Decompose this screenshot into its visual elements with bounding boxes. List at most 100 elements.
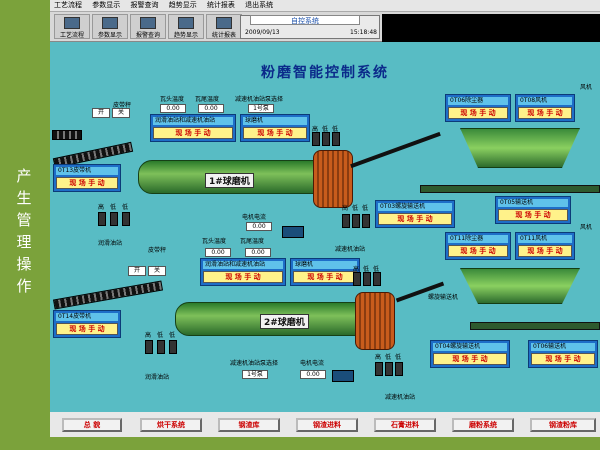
panel-title: 球磨机 [293,261,357,269]
cabinet [375,362,383,376]
scada-screen: 工艺流程 参数显示 报警查询 趋势显示 统计报表 退出系统 工艺流程 参数显示 … [50,0,600,437]
sidebar [0,0,50,450]
close-button[interactable]: 关 [112,108,130,118]
page-title: 粉磨智能控制系统 [261,65,389,81]
onsite-manual-button[interactable]: 现 场 手 动 [56,323,118,335]
tag-low: 低 [157,332,164,339]
onsite-manual-button[interactable]: 现 场 手 动 [153,127,233,139]
toolbar-label: 趋势显示 [173,32,198,39]
nav-overview-button[interactable]: 总 貌 [62,418,122,432]
grinder-panel: 球磨机 现 场 手 动 [240,114,310,142]
toolbar-report-button[interactable]: 统计报表 [206,14,242,39]
panel-title: 0T11除尘器 [448,235,508,243]
trend-icon [178,17,194,29]
head-temp-value: 0.00 [160,104,186,113]
tag-high: 高 [312,126,319,133]
nav-gypsum-feed-button[interactable]: 石膏进料 [374,418,436,432]
belt-conveyor [52,280,164,310]
onsite-manual-button[interactable]: 现 场 手 动 [518,107,572,119]
onsite-manual-button[interactable]: 现 场 手 动 [448,107,508,119]
belt-scale-label: 皮带秤 [113,102,132,109]
output-belt [420,185,600,193]
nav-slag-storage-button[interactable]: 钢渣库 [218,418,280,432]
menu-process[interactable]: 工艺流程 [54,1,82,9]
onsite-manual-button[interactable]: 现 场 手 动 [433,353,507,365]
menu-exit[interactable]: 退出系统 [245,1,274,9]
tag-low: 低 [362,205,369,212]
onsite-manual-button[interactable]: 现 场 手 动 [203,271,283,283]
panel-title: 润滑油站和减速机油站 [203,261,283,269]
head-temp-label: 瓦头温度 [160,96,185,103]
tag-low: 低 [322,126,329,133]
toolbar-process-button[interactable]: 工艺流程 [54,14,90,39]
tail-temp-value: 0.00 [198,104,224,113]
lube-station-panel: 润滑油站和减速机油站 现 场 手 动 [200,258,286,286]
toolbar-params-button[interactable]: 参数显示 [92,14,128,39]
menu-report[interactable]: 统计报表 [206,1,235,9]
onsite-manual-button[interactable]: 现 场 手 动 [378,213,452,225]
onsite-manual-button[interactable]: 现 场 手 动 [531,353,595,365]
menu-trend[interactable]: 趋势显示 [168,1,197,9]
tag-low: 低 [122,204,129,211]
cabinet [122,212,130,226]
tail-temp-label: 瓦尾温度 [195,96,220,103]
menu-alarm[interactable]: 报警查询 [130,1,159,9]
time-text: 15:18:48 [350,29,377,36]
toolbar-label: 报警查询 [135,32,160,39]
cabinet [157,340,165,354]
screw-panel: 0T03螺旋输送机 现 场 手 动 [375,200,455,228]
nav-milling-button[interactable]: 磨粉系统 [452,418,514,432]
toolbar-label: 统计报表 [211,32,236,39]
cabinet [145,340,153,354]
nav-slag-feed-button[interactable]: 钢渣进料 [296,418,358,432]
motor [332,370,354,382]
conveyor-panel: 0T14皮带机 现 场 手 动 [53,310,121,338]
toolbar-alarm-button[interactable]: 报警查询 [130,14,166,39]
panel-title: 0T08风机 [518,97,572,105]
tag-low: 低 [169,332,176,339]
current-label: 电机电流 [242,214,267,221]
belt-scale-toggle: 开 关 [128,266,166,276]
nav-drying-button[interactable]: 烘干系统 [140,418,202,432]
onsite-manual-button[interactable]: 现 场 手 动 [518,245,572,257]
panel-title: 0T03螺旋输送机 [378,203,452,211]
toolbar-label: 工艺流程 [59,32,84,39]
panel-title: 润滑油站和减速机油站 [153,117,233,125]
onsite-manual-button[interactable]: 现 场 手 动 [448,245,508,257]
cabinet [169,340,177,354]
cabinet [385,362,393,376]
onsite-manual-button[interactable]: 现 场 手 动 [498,209,568,221]
panel-title: 球磨机 [243,117,307,125]
tag-high: 高 [353,266,360,273]
tag-low: 低 [363,266,370,273]
grinder-panel: 球磨机 现 场 手 动 [290,258,360,286]
onsite-manual-button[interactable]: 现 场 手 动 [243,127,307,139]
onsite-manual-button[interactable]: 现 场 手 动 [293,271,357,283]
system-label: 自控系统 [250,15,360,25]
cabinet [362,214,370,228]
reducer-pump-label: 减速机油站泵选择 [235,96,284,103]
cabinet [110,212,118,226]
fan-panel: 0T11风机 现 场 手 动 [515,232,575,260]
menu-params[interactable]: 参数显示 [92,1,121,9]
dust-collector-panel: 0T06除尘器 现 场 手 动 [445,94,511,122]
close-button[interactable]: 关 [148,266,166,276]
display-area [382,14,600,42]
open-button[interactable]: 开 [128,266,146,276]
process-icon [64,17,80,29]
toolbar-trend-button[interactable]: 趋势显示 [168,14,204,39]
date-text: 2009/09/13 [245,29,280,36]
output-belt [470,322,600,330]
tag-high: 高 [145,332,152,339]
bottom-strip [50,437,600,450]
cabinet [332,132,340,146]
pump-select-value[interactable]: 1号泵 [248,104,274,113]
current-value: 0.00 [300,370,326,379]
open-button[interactable]: 开 [92,108,110,118]
conveyor5-panel: 0T05输送机 现 场 手 动 [495,196,571,224]
pump-select-value[interactable]: 1号泵 [242,370,268,379]
tag-low: 低 [385,354,392,361]
onsite-manual-button[interactable]: 现 场 手 动 [56,177,118,189]
belt-scale-toggle: 开 关 [92,108,130,118]
nav-powder-storage-button[interactable]: 钢渣粉库 [530,418,596,432]
